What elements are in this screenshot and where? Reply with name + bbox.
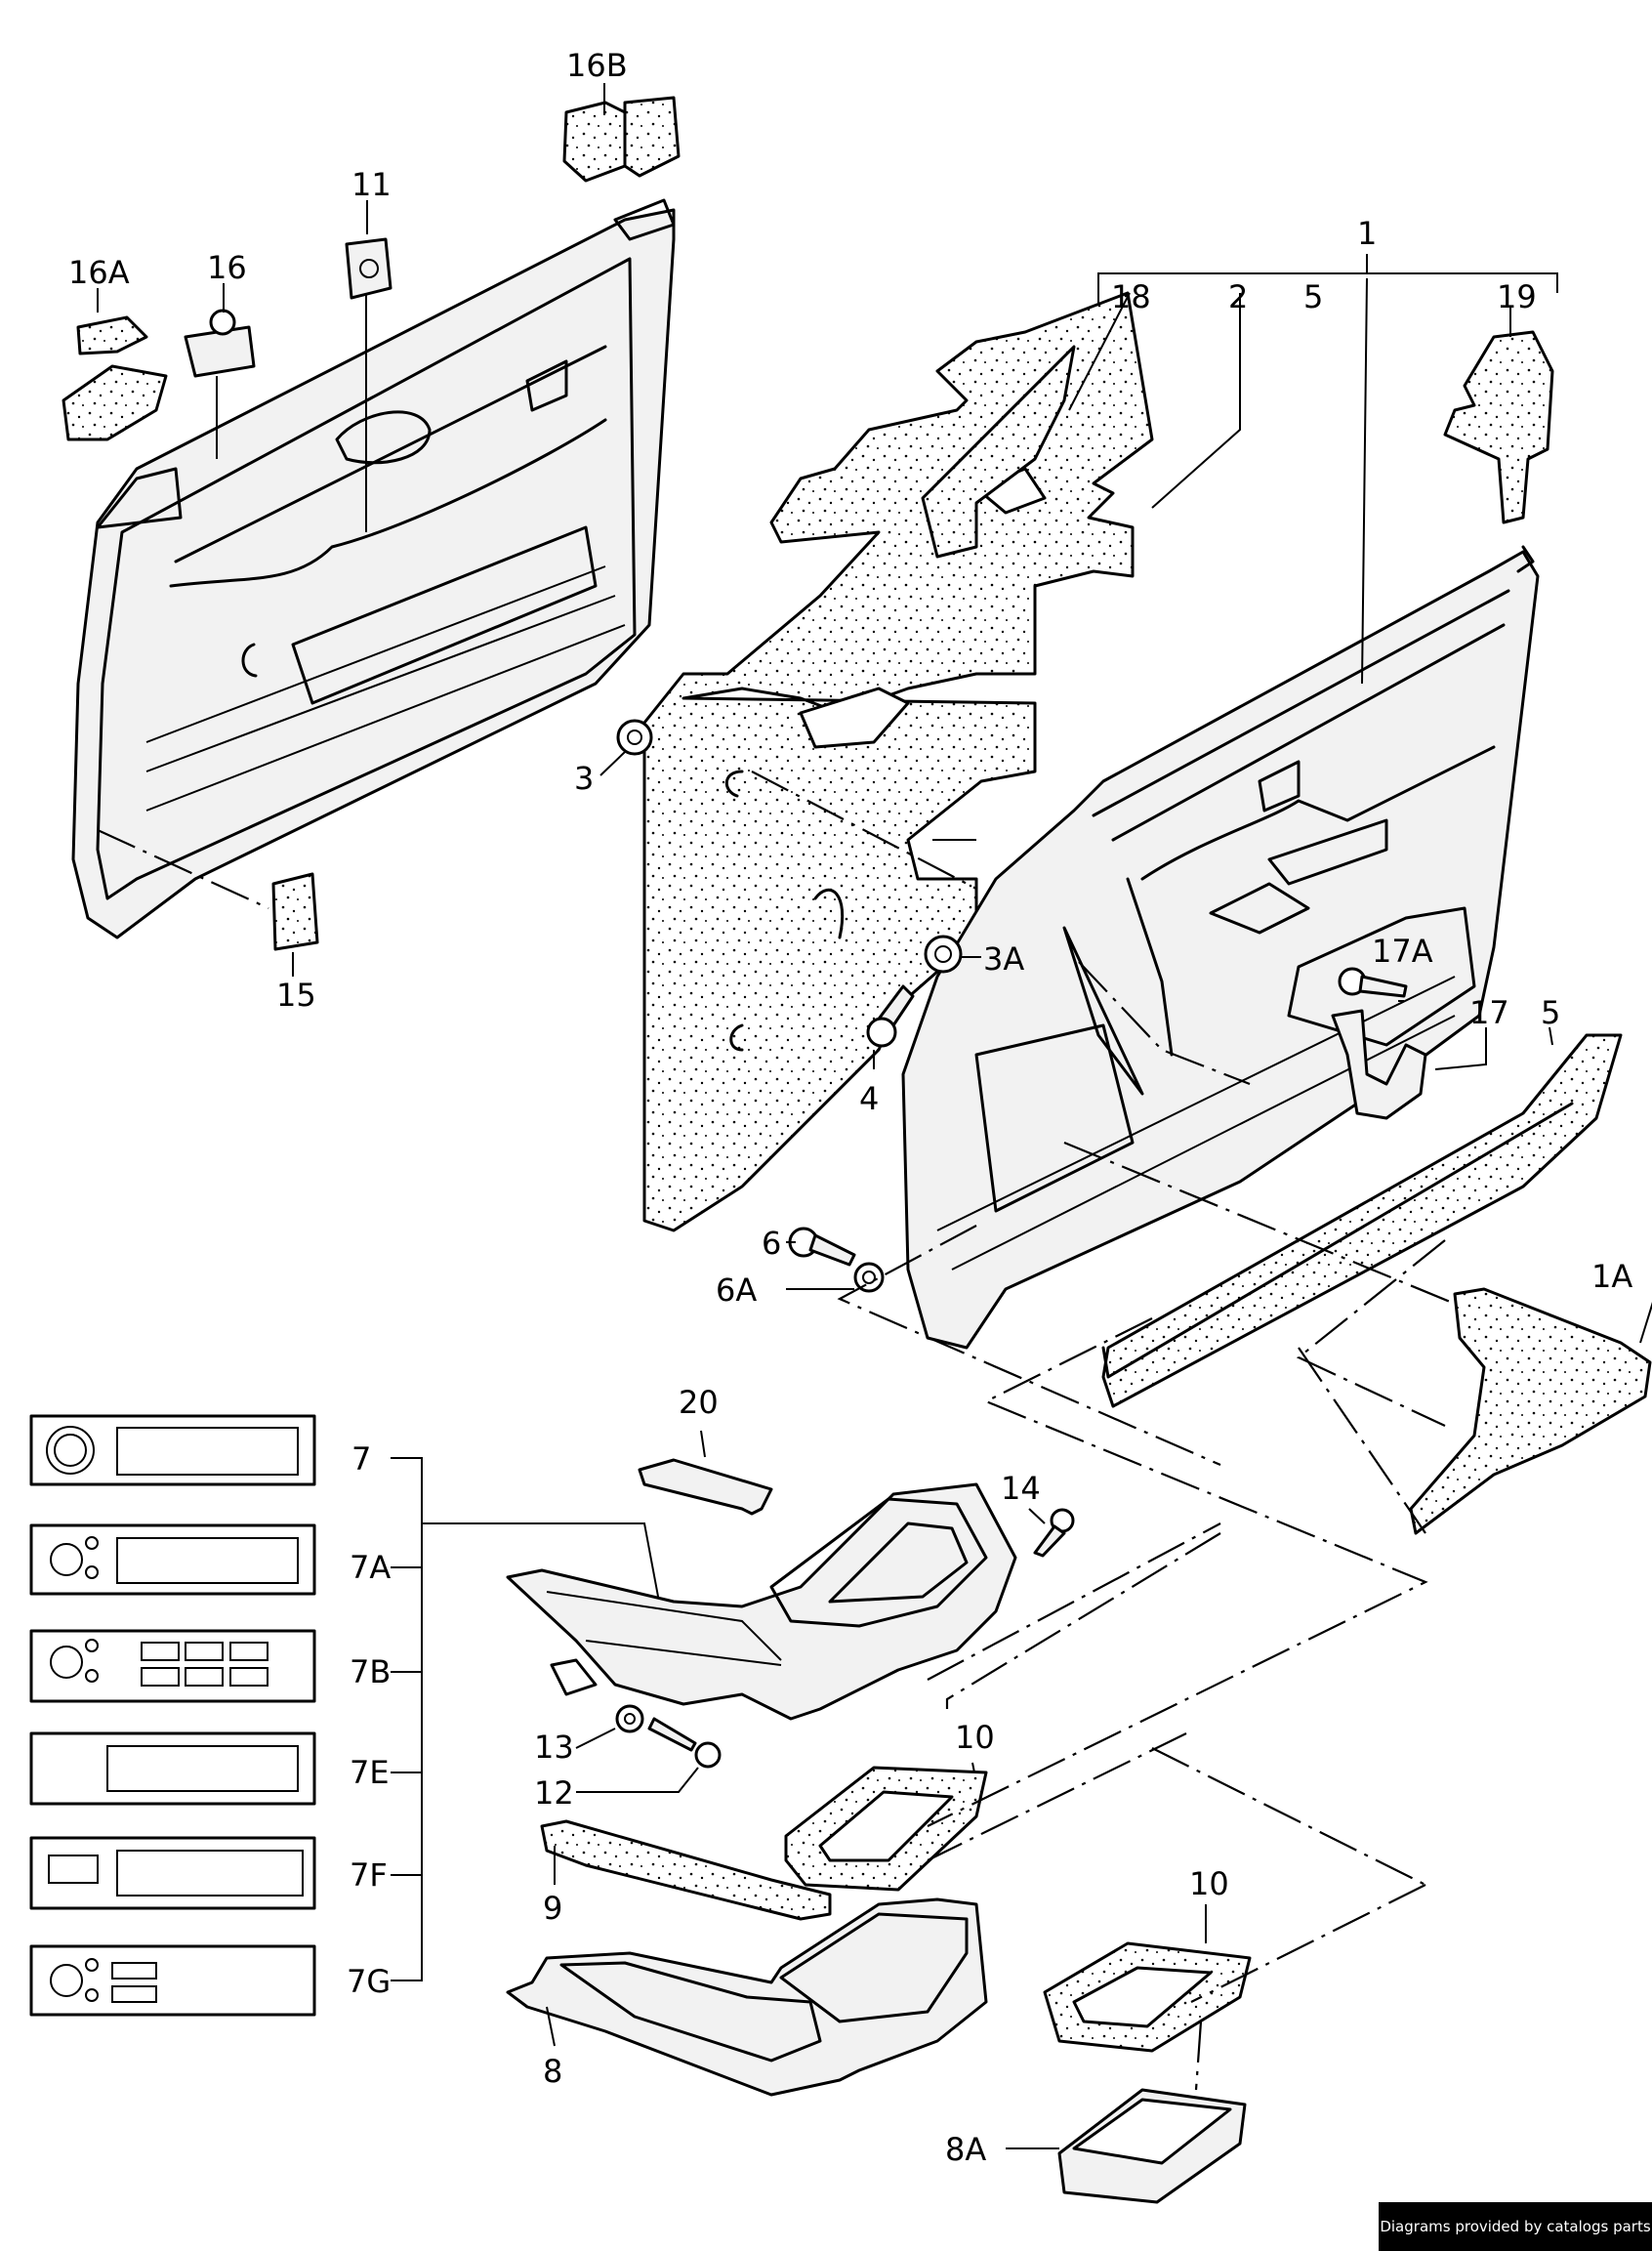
label-6a: 6A	[716, 1271, 757, 1309]
label-10-lower: 10	[1189, 1865, 1229, 1902]
label-17: 17	[1469, 994, 1509, 1031]
radio-faceplate-7b	[29, 1629, 316, 1703]
label-10-upper: 10	[955, 1719, 995, 1756]
radio-faceplate-7g	[29, 1944, 316, 2017]
radio-faceplate-7f	[29, 1836, 316, 1910]
trim-1a	[1409, 1287, 1652, 1535]
part-labels: 16B 11 16A 16 15 1 18 2 5 19 3 3A 4 17A …	[68, 47, 1632, 2168]
left-door-trim-panel	[71, 198, 676, 939]
label-7b: 7B	[350, 1653, 391, 1690]
clip-11	[345, 237, 392, 300]
label-3a: 3A	[983, 940, 1024, 978]
group-bracket-7	[391, 1457, 660, 1981]
label-8: 8	[543, 2053, 562, 2090]
label-16a: 16A	[68, 254, 130, 291]
foam-19	[1443, 330, 1554, 524]
right-door-trim-panel-1	[901, 545, 1540, 1350]
radio-faceplate-7e	[29, 1731, 316, 1806]
credit-badge: Diagrams provided by catalogs parts	[1379, 2202, 1652, 2251]
label-18: 18	[1111, 278, 1151, 315]
radio-faceplate-7a	[29, 1523, 316, 1596]
screw-4	[866, 984, 915, 1048]
label-4: 4	[859, 1080, 879, 1117]
foam-18	[921, 345, 1076, 559]
label-16: 16	[207, 249, 247, 286]
label-1a: 1A	[1591, 1258, 1632, 1295]
label-13: 13	[534, 1729, 574, 1766]
console-housing	[506, 1482, 1017, 1721]
leader-lines	[97, 83, 1652, 2149]
label-7a: 7A	[350, 1549, 391, 1586]
radio-faceplate-7	[29, 1414, 316, 1486]
label-17a: 17A	[1372, 933, 1433, 970]
bracket-17	[1331, 1009, 1427, 1120]
clip-16b	[562, 96, 681, 183]
label-20: 20	[679, 1384, 719, 1421]
credit-text: Diagrams provided by catalogs parts	[1380, 2218, 1651, 2235]
label-12: 12	[534, 1774, 574, 1812]
washer-13	[615, 1704, 644, 1733]
screw-6	[788, 1227, 856, 1267]
label-19: 19	[1497, 278, 1537, 315]
screw-14	[1033, 1508, 1075, 1558]
label-16b: 16B	[566, 47, 628, 84]
clip-16a	[62, 315, 168, 441]
screw-12	[647, 1717, 722, 1769]
label-5-top: 5	[1303, 278, 1323, 315]
screw-17a	[1338, 967, 1408, 998]
label-7f: 7F	[350, 1856, 388, 1894]
label-7: 7	[351, 1440, 371, 1478]
label-5-right: 5	[1541, 994, 1560, 1031]
sill-strip-5	[1101, 1033, 1623, 1408]
clip-3	[616, 719, 653, 756]
label-14: 14	[1001, 1470, 1041, 1507]
pad-15	[271, 872, 319, 951]
clip-16	[184, 309, 256, 378]
label-3: 3	[574, 760, 594, 797]
clip-3a	[924, 935, 963, 974]
label-1: 1	[1357, 215, 1377, 252]
label-9: 9	[543, 1890, 562, 1927]
label-15: 15	[276, 977, 316, 1014]
assembly-lines	[97, 771, 1456, 2091]
label-7e: 7E	[350, 1754, 390, 1791]
label-6: 6	[762, 1225, 781, 1262]
cover-20	[638, 1458, 773, 1516]
mat-9	[540, 1819, 832, 1921]
label-7g: 7G	[347, 1963, 391, 2000]
label-8a: 8A	[945, 2131, 986, 2168]
tray-8	[506, 1897, 988, 2097]
washer-6a	[853, 1262, 885, 1293]
tray-8a	[1057, 2088, 1247, 2204]
label-11: 11	[351, 166, 392, 203]
label-2: 2	[1228, 278, 1248, 315]
